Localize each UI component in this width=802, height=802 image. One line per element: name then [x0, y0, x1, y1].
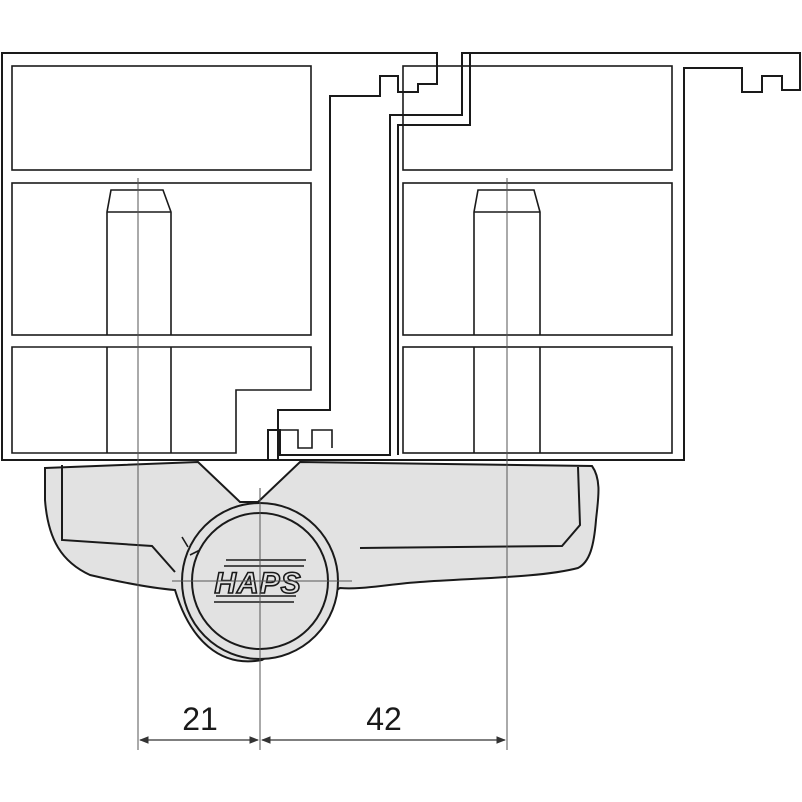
left-chamber-top: [11, 65, 312, 171]
left-gasket-groove: [278, 429, 333, 449]
logo-stripe-top: [224, 559, 306, 567]
left-chamber-middle: [11, 182, 312, 336]
right-profile-outline: [267, 52, 801, 461]
right-pin: [473, 189, 541, 335]
hinge-body: [44, 460, 600, 663]
left-pin-shaft: [106, 347, 172, 453]
right-pin-shaft: [473, 347, 541, 453]
logo-stripe-bottom: [214, 595, 296, 603]
hinge-knuckle-notch: [181, 536, 201, 556]
dimension-42: 42: [261, 701, 506, 744]
dim-42-label: 42: [366, 701, 402, 737]
right-chamber-bottom: [402, 346, 673, 454]
right-profile-step: [397, 53, 471, 455]
left-pin: [106, 189, 172, 335]
left-frame-profile: [1, 52, 438, 461]
dim-21-label: 21: [182, 701, 218, 737]
dimension-21: 21: [139, 701, 259, 744]
right-chamber-middle: [402, 182, 673, 336]
left-profile-outline: [1, 52, 438, 461]
left-chamber-bottom: [11, 346, 312, 454]
right-frame-profile: [267, 52, 801, 461]
center-lines: [137, 178, 508, 750]
logo-text: HAPS: [214, 567, 301, 600]
right-chamber-top: [402, 65, 673, 171]
haps-logo: HAPS: [214, 559, 306, 603]
hinge-leaf-inner-line: [61, 465, 582, 573]
